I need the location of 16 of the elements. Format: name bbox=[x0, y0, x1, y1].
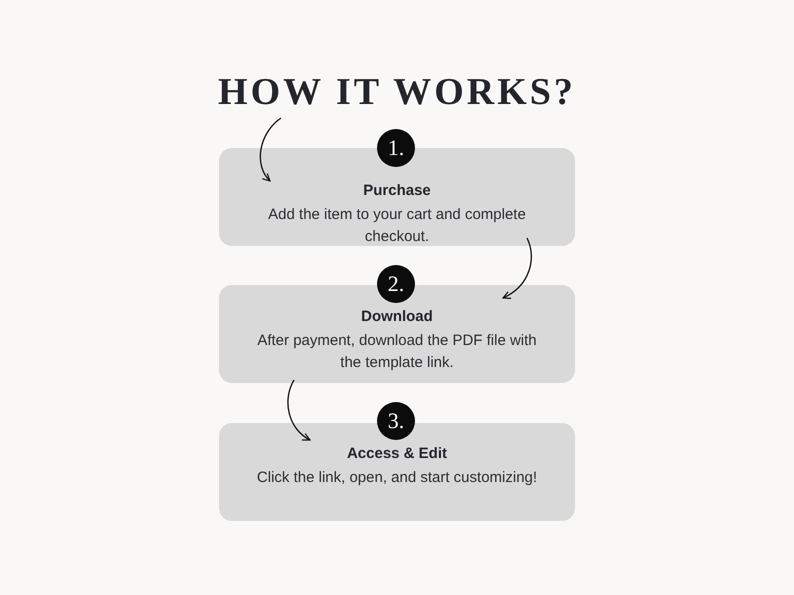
step-title: Purchase bbox=[363, 181, 431, 201]
step-title: Download bbox=[361, 307, 433, 327]
step-number: 2. bbox=[388, 272, 404, 296]
step-title: Access & Edit bbox=[346, 444, 448, 464]
curved-arrow bbox=[287, 380, 311, 441]
step-description: After payment, download the PDF file with the template link. bbox=[256, 331, 538, 373]
step-number-circle bbox=[377, 265, 415, 303]
page-title: HOW IT WORKS? bbox=[218, 70, 576, 114]
curved-arrow bbox=[260, 118, 282, 182]
step-number-circle bbox=[377, 402, 415, 440]
step-number: 1. bbox=[388, 136, 404, 160]
step-number: 3. bbox=[388, 409, 404, 433]
step-description: Click the link, open, and start customizing! bbox=[256, 468, 538, 488]
step-number-circle bbox=[377, 129, 415, 167]
step-description: Add the item to your cart and complete checkout. bbox=[267, 205, 527, 247]
curved-arrow bbox=[502, 238, 532, 299]
